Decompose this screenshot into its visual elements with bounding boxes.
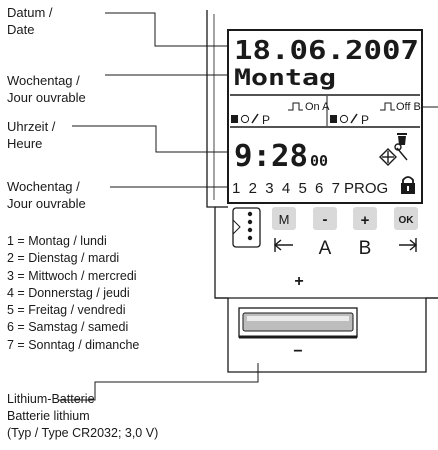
tool-icon bbox=[379, 143, 408, 166]
lock-icon bbox=[401, 176, 415, 194]
side-connector bbox=[232, 207, 261, 248]
svg-text:+: + bbox=[361, 212, 370, 229]
lcd-time: 9:28 bbox=[234, 139, 308, 174]
legend-item: 1 = Montag / lundi bbox=[7, 234, 107, 248]
arrow-left-bar-icon bbox=[273, 238, 293, 252]
weekday-legend: 1 = Montag / lundi 2 = Dienstag / mardi … bbox=[7, 233, 139, 354]
svg-text:OK: OK bbox=[399, 215, 415, 226]
arrow-right-bar-icon bbox=[399, 238, 418, 252]
battery-minus-label: − bbox=[293, 343, 302, 360]
svg-text:M: M bbox=[279, 212, 290, 227]
minus-button[interactable]: - bbox=[313, 207, 337, 230]
trash-icon bbox=[397, 133, 407, 145]
svg-text:-: - bbox=[323, 211, 328, 228]
battery-plus-label: + bbox=[294, 273, 303, 290]
date-label: Datum /Date bbox=[7, 5, 53, 37]
battery-label: Lithium-Batterie Batterie lithium (Typ /… bbox=[7, 392, 159, 440]
lcd-prog: PROG bbox=[344, 180, 388, 197]
lcd-channel-b: Off B bbox=[396, 101, 421, 113]
lcd-seconds: 00 bbox=[310, 152, 328, 170]
plus-button[interactable]: + bbox=[353, 207, 377, 230]
m-button[interactable]: M bbox=[272, 207, 296, 230]
battery-compartment bbox=[238, 307, 358, 339]
legend-item: 4 = Donnerstag / jeudi bbox=[7, 285, 130, 300]
lcd-channel-a: On A bbox=[305, 101, 330, 113]
legend-item: 6 = Samstag / samedi bbox=[7, 320, 129, 335]
legend-item: 3 = Mittwoch / mercredi bbox=[7, 268, 137, 283]
channel-a-label: A bbox=[319, 238, 332, 259]
legend-item: 2 = Dienstag / mardi bbox=[7, 251, 120, 266]
callout-lines bbox=[59, 12, 438, 401]
time-label: Uhrzeit /Heure bbox=[7, 119, 56, 151]
lcd-channel-band bbox=[230, 94, 420, 128]
legend-item: 5 = Freitag / vendredi bbox=[7, 303, 126, 318]
weekday-label-top: Wochentag /Jour ouvrable bbox=[7, 73, 86, 105]
lcd-date: 18.06.2007 bbox=[234, 36, 419, 66]
legend-item: 7 = Sonntag / dimanche bbox=[7, 337, 140, 352]
channel-b-label: B bbox=[359, 238, 372, 259]
lcd-channel-icons-a: P bbox=[231, 113, 270, 127]
lcd-display bbox=[227, 29, 423, 204]
ok-button[interactable]: OK bbox=[394, 207, 418, 230]
lcd-weekday: Montag bbox=[234, 66, 336, 91]
svg-text:P: P bbox=[262, 113, 270, 127]
lcd-channel-icons-b: P bbox=[330, 113, 369, 127]
weekday-label-bottom: Wochentag /Jour ouvrable bbox=[7, 179, 86, 211]
svg-text:P: P bbox=[361, 113, 369, 127]
device-housing bbox=[206, 10, 438, 373]
